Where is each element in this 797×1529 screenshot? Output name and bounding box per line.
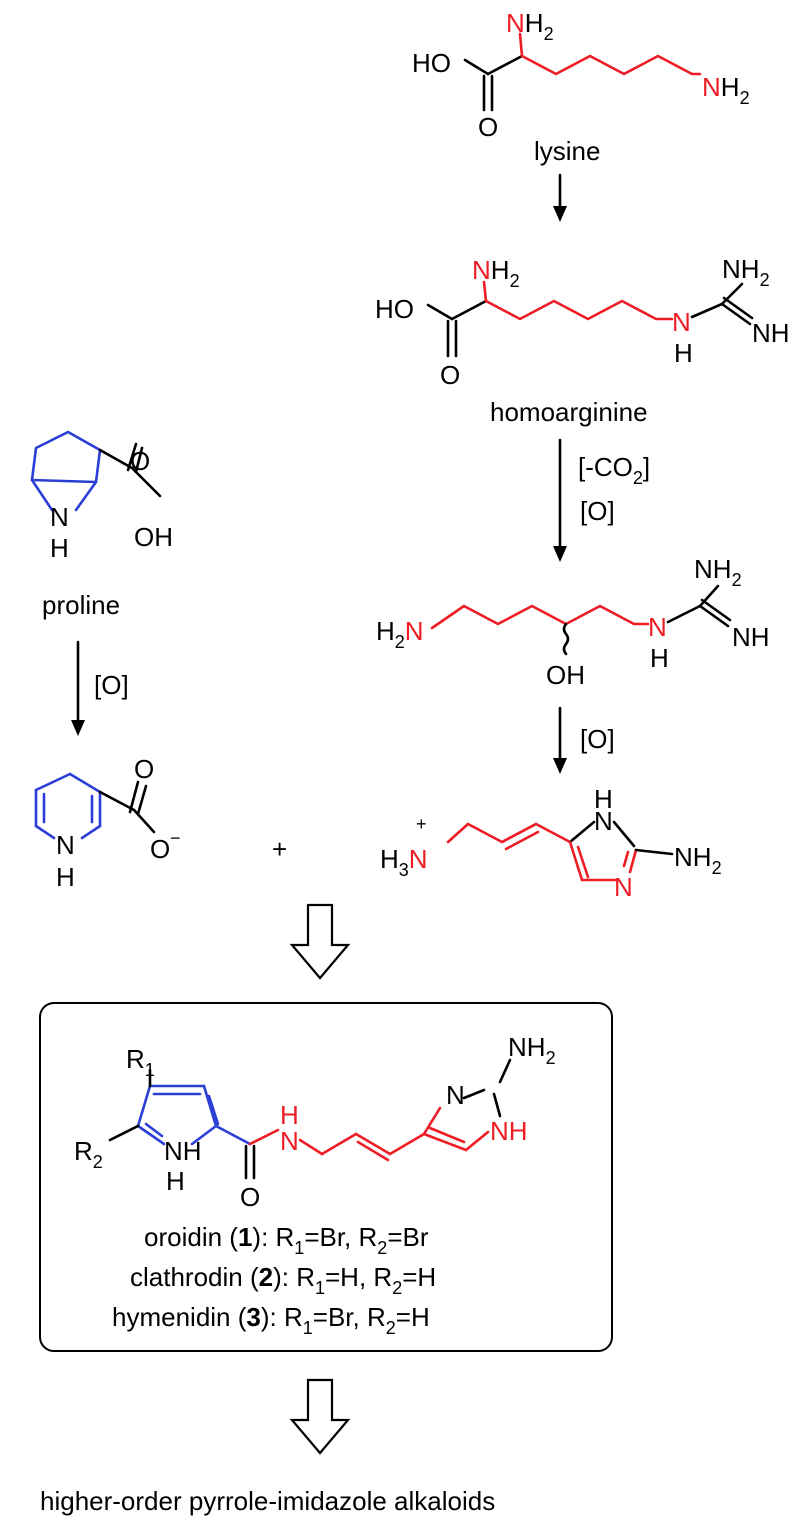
compound-clathrodin: clathrodin (2): R1=H, R2=H [130,1262,436,1298]
pyrrole-carboxylate-structure: N H O O − [34,754,181,892]
proline-structure: N H O OH proline [30,430,173,620]
lysine-label: lysine [534,136,600,166]
oroidin-scaffold-structure: R1 R2 NH H O H N N NH NH2 [74,1032,556,1212]
reaction-arrow: [-CO2] [O] [553,438,650,562]
ring-h-label: H [56,862,75,892]
amino-nh2-label: NH2 [674,842,722,878]
alpha-amine-label: NH2 [506,8,554,44]
carbonyl-oxygen-label: O [134,754,154,784]
hydroxy-guanidine-intermediate: H2N OH N H NH2 NH [376,554,770,690]
hydroxyl-label: OH [546,660,585,690]
imidazole-nh-label: NH [490,1116,528,1146]
homoarginine-structure: HO O NH2 N H NH2 NH homoarginine [375,254,790,427]
r1-label: R1 [126,1044,155,1080]
guanidine-imine-label: NH [752,318,790,348]
amide-h-label: H [280,1100,299,1130]
product-box [39,1002,613,1352]
guanidine-nh2-label: NH2 [722,254,770,290]
pyrrole-nh-label: NH [164,1136,202,1166]
carbonyl-oxygen-label: O [478,112,498,142]
ammonium-label: H3N [380,844,428,880]
guanidine-h-label: H [650,643,669,673]
guanidine-nh2-label: NH2 [694,554,742,590]
guanidine-h-label: H [674,338,693,368]
condition-decarboxylation: [-CO2] [578,452,650,488]
carboxylate-oxygen-label: O [150,834,170,864]
imidazole-n-label: N [614,872,633,902]
guanidine-nh-label: N [648,612,667,642]
hydroxyl-label: HO [412,48,451,78]
compound-oroidin: oroidin (1): R1=Br, R2=Br [144,1222,429,1258]
carbonyl-oxygen-label: O [440,360,460,390]
imidazole-h-label: H [594,784,613,814]
r2-label: R2 [74,1136,103,1172]
final-caption: higher-order pyrrole-imidazole alkaloids [40,1486,495,1516]
hydroxyl-label: HO [375,294,414,324]
ring-n-label: N [56,830,75,860]
negative-charge: − [170,828,181,848]
ring-h-label: H [50,533,69,563]
lysine-structure: HO O NH2 NH2 lysine [412,8,750,166]
reaction-arrow: [O] [553,706,615,774]
homoarginine-label: homoarginine [490,397,648,427]
hydroxyl-label: OH [134,522,173,552]
compound-hymenidin: hymenidin (3): R1=Br, R2=H [112,1302,430,1338]
ring-n-label: N [50,502,69,532]
guanidine-imine-label: NH [732,622,770,652]
carbonyl-oxygen-label: O [130,446,150,476]
amide-n-label: N [280,1126,299,1156]
amino-nh2-label: NH2 [508,1032,556,1068]
guanidine-nh-label: N [672,307,691,337]
condition-oxidation: [O] [580,724,615,754]
positive-charge: + [416,814,427,834]
pyrrole-h-label: H [166,1166,185,1196]
reaction-arrow: [O] [71,640,129,736]
imidazole-n-label: N [446,1080,465,1110]
condition-oxidation: [O] [580,496,615,526]
condition-oxidation: [O] [94,670,129,700]
epsilon-amine-label: NH2 [702,72,750,108]
imidazole-nh-label: N [594,806,613,836]
terminal-amine-label: H2N [376,616,424,652]
hollow-arrow [289,1378,351,1455]
reaction-arrow [553,173,567,222]
compound-list: oroidin (1): R1=Br, R2=Br clathrodin (2)… [112,1222,436,1338]
plus-sign: + [272,834,287,864]
alpha-amine-label: NH2 [472,255,520,291]
hollow-arrow [289,903,351,980]
aminoimidazole-structure: H3N + N H N NH2 [380,784,722,902]
amide-oxygen-label: O [240,1182,260,1212]
proline-label: proline [42,590,120,620]
